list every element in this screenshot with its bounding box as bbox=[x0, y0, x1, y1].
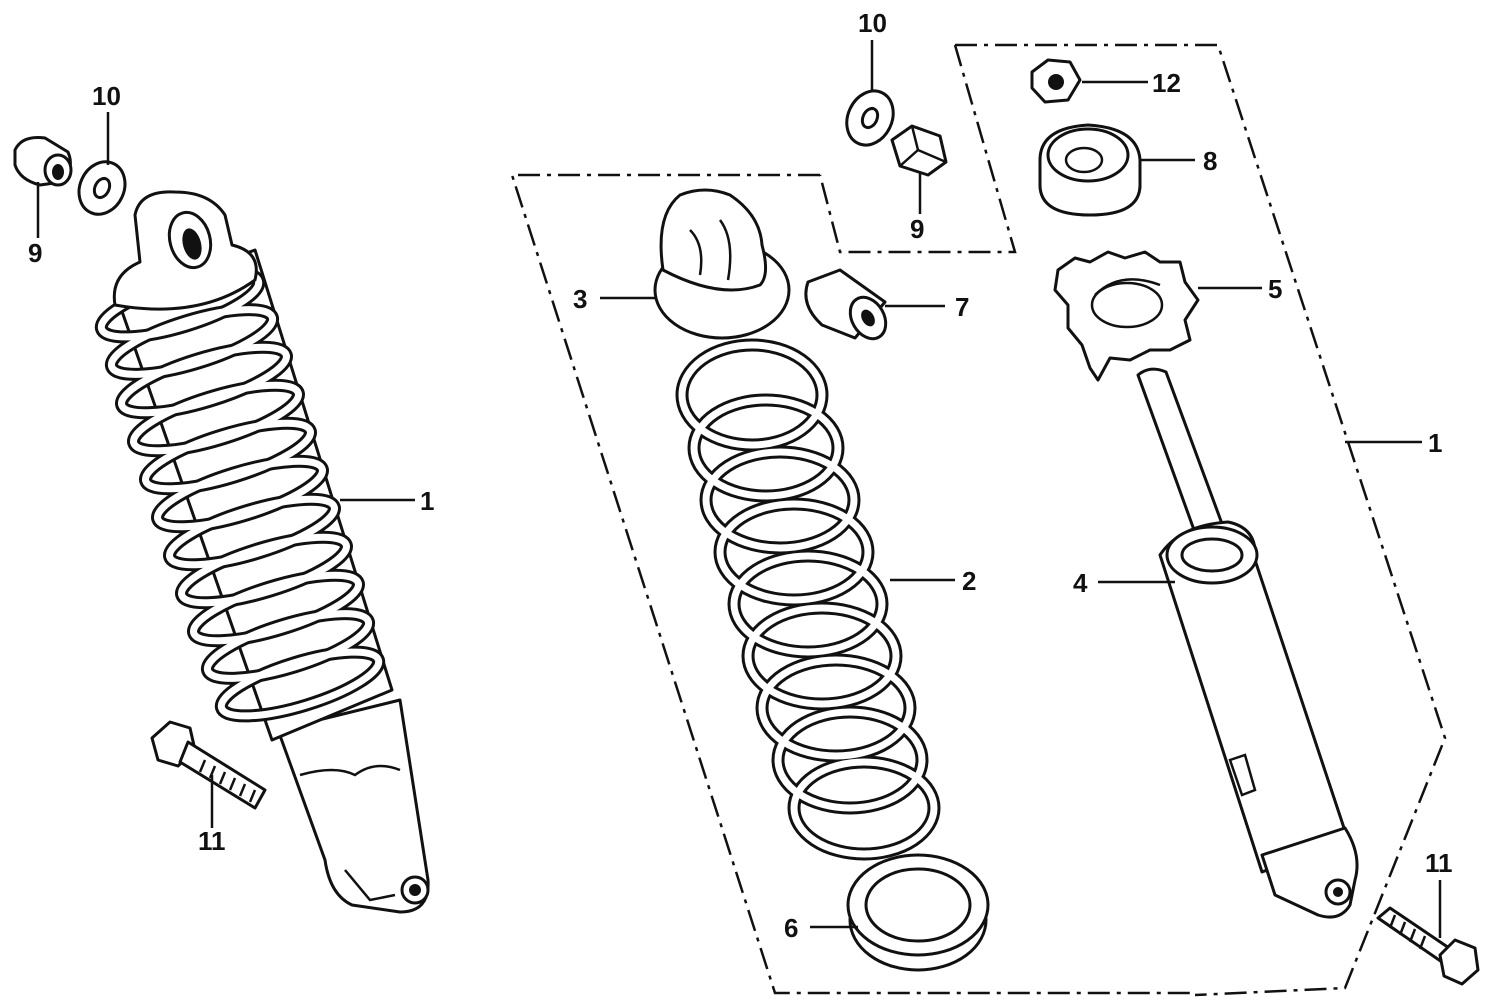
rubber-bush bbox=[1038, 123, 1142, 217]
spring-adjuster bbox=[1053, 250, 1200, 382]
spring-seat-lower bbox=[846, 853, 990, 972]
callout-9-left: 9 bbox=[28, 238, 42, 268]
washer-top bbox=[845, 89, 895, 147]
callout-10-top: 10 bbox=[858, 8, 887, 38]
callout-7: 7 bbox=[955, 292, 969, 322]
callout-1-right: 1 bbox=[1428, 428, 1442, 458]
callout-2: 2 bbox=[962, 566, 976, 596]
cap-nut-top bbox=[890, 124, 948, 177]
bushing bbox=[804, 268, 888, 341]
callout-8: 8 bbox=[1203, 146, 1217, 176]
damper-unit bbox=[1136, 367, 1359, 919]
bolt-left bbox=[150, 720, 267, 810]
bolt-right bbox=[1376, 906, 1480, 986]
spring-coils-left bbox=[94, 266, 386, 723]
callout-9-top: 9 bbox=[910, 214, 924, 244]
shock-absorber-assembled-left bbox=[94, 190, 430, 914]
callout-6: 6 bbox=[784, 913, 798, 943]
callout-3: 3 bbox=[573, 284, 587, 314]
callout-1-left: 1 bbox=[420, 486, 434, 516]
cap-nut-left bbox=[13, 136, 73, 187]
callout-10-left: 10 bbox=[92, 81, 121, 111]
callout-11-right: 11 bbox=[1425, 848, 1453, 878]
washer-left bbox=[77, 160, 127, 216]
lock-nut bbox=[1030, 58, 1082, 104]
callout-11-left: 11 bbox=[198, 826, 226, 856]
group-boundary-center bbox=[510, 173, 1195, 995]
spring-seat-upper bbox=[653, 188, 791, 340]
callout-5: 5 bbox=[1268, 274, 1282, 304]
callout-4: 4 bbox=[1073, 568, 1088, 598]
group-boundary-right-left-edge bbox=[818, 44, 1017, 254]
callout-12: 12 bbox=[1152, 68, 1181, 98]
coil-spring bbox=[675, 338, 941, 861]
group-boundary-right bbox=[955, 43, 1447, 997]
